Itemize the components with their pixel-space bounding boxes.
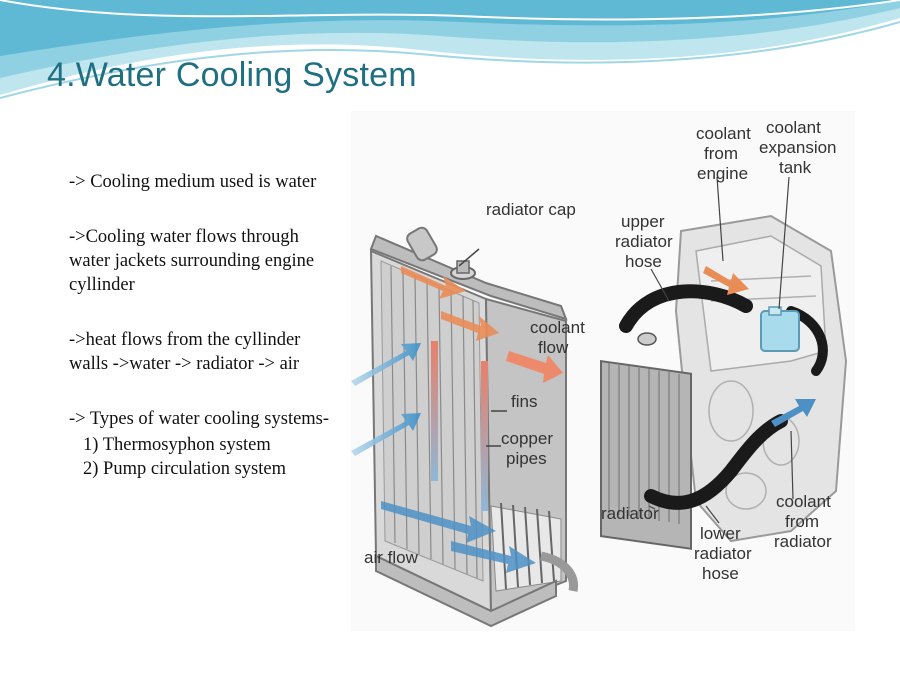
label-coolant-from-engine-2: from: [704, 144, 738, 163]
label-coolant-from-radiator-1: coolant: [776, 492, 831, 511]
label-copper-pipes-1: copper: [501, 429, 553, 448]
label-upper-hose-2: radiator: [615, 232, 673, 251]
label-coolant-from-engine-3: engine: [697, 164, 748, 183]
label-lower-hose-1: lower: [700, 524, 741, 543]
label-radiator: radiator: [601, 504, 659, 523]
type-thermosyphon: 1) Thermosyphon system: [83, 435, 271, 455]
diagram-illustration: radiator cap coolant flow fins copper pi…: [351, 118, 848, 628]
label-air-flow: air flow: [364, 548, 419, 567]
label-expansion-tank-2: expansion: [759, 138, 837, 157]
label-lower-hose-2: radiator: [694, 544, 752, 563]
engine-assembly: [600, 176, 848, 550]
bullet-cooling-medium: -> Cooling medium used is water: [69, 172, 317, 192]
label-coolant-flow-2: flow: [538, 338, 569, 357]
label-fins: fins: [511, 392, 537, 411]
label-coolant-from-radiator-2: from: [785, 512, 819, 531]
bullet-list: -> Cooling medium used is water ->Coolin…: [69, 170, 341, 481]
slide-title: 4.Water Cooling System: [47, 56, 417, 94]
label-expansion-tank-3: tank: [779, 158, 812, 177]
cooling-system-diagram: radiator cap coolant flow fins copper pi…: [351, 111, 855, 631]
type-pump-circulation: 2) Pump circulation system: [83, 459, 286, 479]
label-upper-hose-1: upper: [621, 212, 665, 231]
label-coolant-flow-1: coolant: [530, 318, 585, 337]
label-radiator-cap: radiator cap: [486, 200, 576, 219]
label-lower-hose-3: hose: [702, 564, 739, 583]
bullet-types-lead: -> Types of water cooling systems-: [69, 409, 330, 429]
label-copper-pipes-2: pipes: [506, 449, 547, 468]
bullet-water-jackets: ->Cooling water flows through water jack…: [69, 227, 315, 295]
label-coolant-from-engine-1: coolant: [696, 124, 751, 143]
label-upper-hose-3: hose: [625, 252, 662, 271]
header-wave-decoration: [0, 0, 900, 99]
label-coolant-from-radiator-3: radiator: [774, 532, 832, 551]
radiator-cutaway: [351, 226, 578, 628]
label-expansion-tank-1: coolant: [766, 118, 821, 137]
bullet-heat-flow: ->heat flows from the cyllinder walls ->…: [69, 330, 301, 374]
